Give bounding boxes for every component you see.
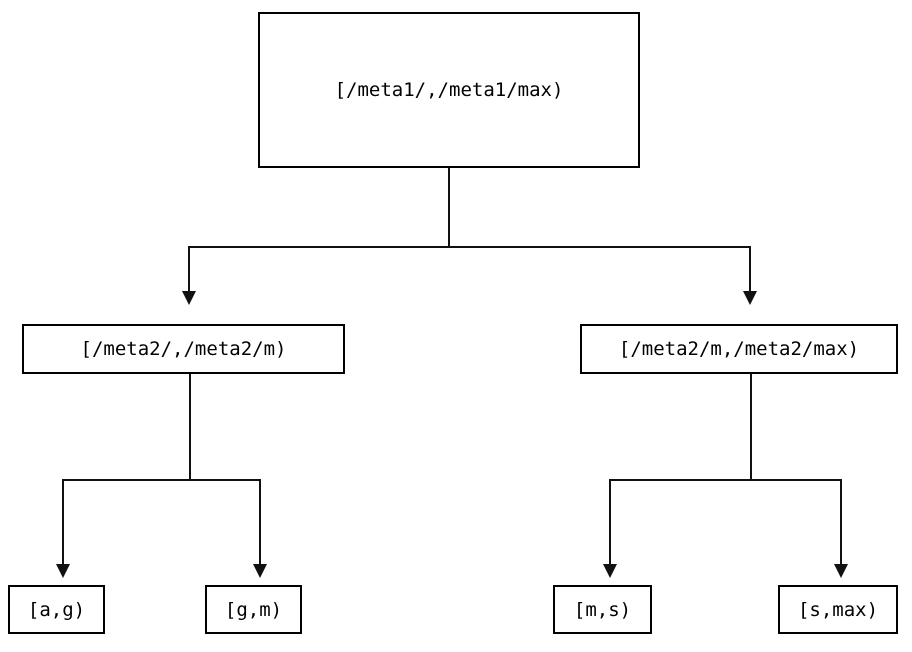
tree-node-leaf-ag-label: [a,g) [27, 598, 86, 621]
tree-node-level2-left[interactable]: [/meta2/,/meta2/m) [22, 324, 345, 374]
arrowhead-down-icon-root-right [743, 291, 757, 305]
tree-node-level2-right[interactable]: [/meta2/m,/meta2/max) [580, 324, 898, 374]
edge-level2-left-stem [189, 374, 191, 481]
edge-root-to-level2-right-drop [749, 246, 751, 292]
arrowhead-down-icon-leaf-smax [834, 564, 848, 578]
edge-level2-right-to-leaf-smax-drop [840, 479, 842, 565]
edge-root-to-level2-left-drop [188, 246, 190, 292]
edge-root-crossbar [189, 246, 751, 248]
tree-node-root[interactable]: [/meta1/,/meta1/max) [258, 12, 640, 168]
tree-node-leaf-ms[interactable]: [m,s) [553, 585, 652, 634]
edge-level2-left-to-leaf-gm-drop [259, 479, 261, 565]
arrowhead-down-icon-leaf-ms [603, 564, 617, 578]
edge-level2-right-to-leaf-ms-drop [609, 479, 611, 565]
tree-node-root-label: [/meta1/,/meta1/max) [334, 79, 564, 101]
edge-level2-right-stem [750, 374, 752, 481]
tree-node-leaf-gm-label: [g,m) [224, 598, 283, 621]
edge-level2-left-crossbar [62, 479, 261, 481]
tree-node-leaf-smax-label: [s,max) [797, 598, 879, 621]
tree-node-leaf-ag[interactable]: [a,g) [8, 585, 105, 634]
arrowhead-down-icon-leaf-gm [253, 564, 267, 578]
edge-level2-left-to-leaf-ag-drop [62, 479, 64, 565]
edge-root-stem [448, 168, 450, 248]
tree-node-level2-right-label: [/meta2/m,/meta2/max) [618, 338, 860, 360]
edge-level2-right-crossbar [609, 479, 842, 481]
arrowhead-down-icon-root-left [182, 291, 196, 305]
tree-node-level2-left-label: [/meta2/,/meta2/m) [80, 338, 287, 360]
arrowhead-down-icon-leaf-ag [56, 564, 70, 578]
tree-node-leaf-ms-label: [m,s) [573, 598, 632, 621]
tree-node-leaf-gm[interactable]: [g,m) [205, 585, 302, 634]
tree-node-leaf-smax[interactable]: [s,max) [778, 585, 898, 634]
